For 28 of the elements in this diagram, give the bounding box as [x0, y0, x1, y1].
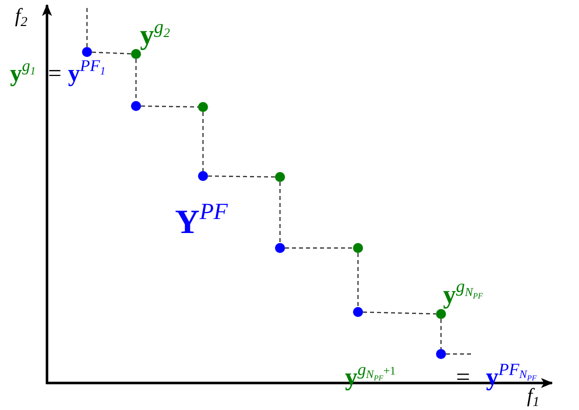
dashed-line	[446, 353, 474, 355]
data-point	[131, 49, 141, 59]
data-point	[436, 309, 446, 319]
equals-sign: =	[456, 365, 470, 390]
math-label: Y$^{PF}$	[175, 206, 228, 240]
dashed-line	[141, 105, 198, 108]
data-point	[198, 102, 208, 112]
dashed-line	[86, 8, 88, 47]
data-point	[82, 47, 92, 57]
data-point	[131, 101, 141, 111]
dashed-line	[135, 59, 137, 101]
data-point	[198, 171, 208, 181]
dashed-line	[279, 182, 281, 243]
data-point	[353, 307, 363, 317]
dashed-line	[208, 175, 275, 178]
data-point	[275, 243, 285, 253]
axis-label: f$_{2}$	[15, 6, 28, 26]
data-point	[275, 172, 285, 182]
dashed-line	[285, 247, 353, 249]
dashed-line	[362, 312, 436, 314]
dashed-line	[202, 112, 204, 171]
equals-sign: =	[48, 62, 62, 86]
dashed-line	[357, 253, 359, 307]
axis-label: f$_{1}$	[527, 386, 540, 406]
data-point	[436, 349, 446, 359]
dashed-line	[92, 52, 132, 54]
dashed-line	[440, 319, 442, 349]
data-point	[353, 243, 363, 253]
